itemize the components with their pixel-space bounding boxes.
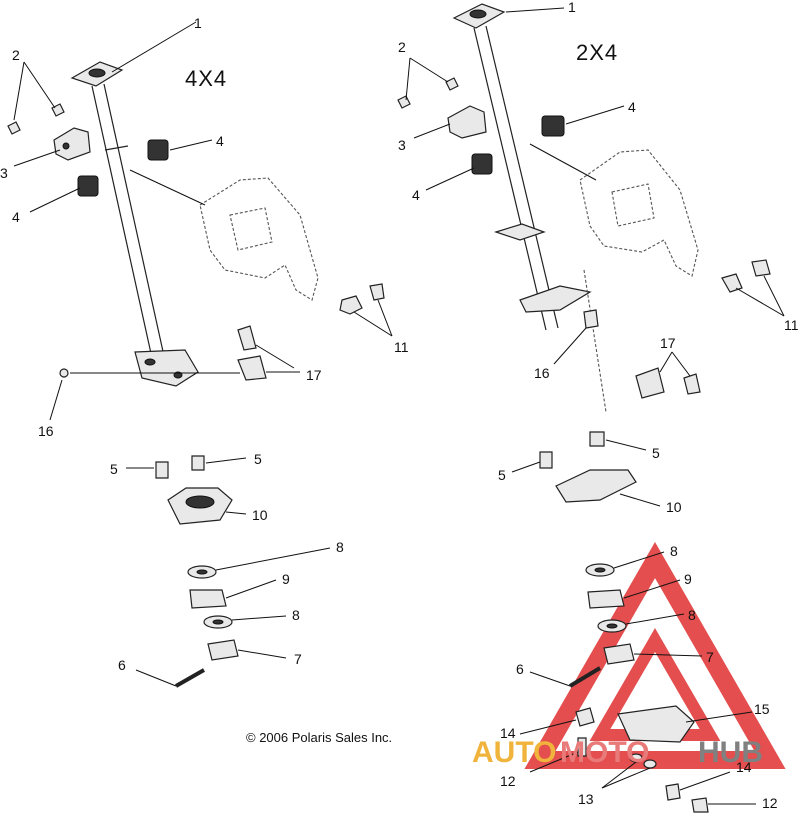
watermark-triangle-outer (524, 541, 786, 769)
callout-8a-4x4: 8 (336, 539, 344, 555)
assembly-4x4: 4X4 (0, 15, 409, 688)
callout-7-2x4: 7 (706, 649, 714, 665)
callout-14b-2x4: 14 (736, 759, 752, 775)
callout-9-4x4: 9 (282, 571, 290, 587)
callout-8b-4x4: 8 (292, 607, 300, 623)
post-bottom-bracket (134, 349, 199, 387)
spacer-7-2x4 (603, 643, 635, 665)
callout-6-2x4: 6 (516, 661, 524, 677)
callout-14a-2x4: 14 (500, 725, 516, 741)
callout-2-4x4: 2 (12, 47, 20, 63)
copyright-notice: © 2006 Polaris Sales Inc. (246, 730, 392, 745)
steering-post-2x4 (452, 3, 607, 413)
bolt-6-2x4 (568, 666, 602, 688)
bushing-2x4-b (471, 153, 493, 175)
nut-11-2x4-a (721, 273, 743, 293)
callout-13-2x4: 13 (578, 791, 594, 807)
callout-11-2x4: 11 (784, 317, 799, 333)
callout-17-4x4: 17 (306, 367, 322, 383)
bracket-17-2x4-a (635, 367, 665, 399)
callout-12a-2x4: 12 (500, 773, 516, 789)
callout-6-4x4: 6 (118, 657, 126, 673)
callout-4b-2x4: 4 (412, 187, 420, 203)
bracket-17-2x4-b (683, 373, 701, 395)
bolt-5-4x4-b (191, 455, 205, 471)
bolt-2-2x4-b (397, 95, 411, 109)
post-top-hole (88, 68, 106, 78)
callout-2-2x4: 2 (398, 39, 406, 55)
callout-1-2x4: 1 (568, 0, 576, 15)
bolt-5-2x4-b (589, 431, 605, 447)
bolt-6-4x4 (175, 668, 205, 688)
callout-15-2x4: 15 (754, 701, 770, 717)
bolt-16-2x4 (583, 309, 599, 329)
callout-5b-4x4: 5 (254, 451, 262, 467)
callout-5a-4x4: 5 (110, 461, 118, 477)
spacer-7-4x4 (207, 639, 239, 661)
bracket-17-4x4-a (237, 325, 257, 351)
cover-10-2x4 (555, 469, 637, 503)
callout-1-4x4: 1 (194, 15, 202, 31)
bolt-5-2x4-a (539, 451, 553, 469)
title-4x4: 4X4 (185, 66, 227, 91)
bolt-12-2x4-a (577, 737, 587, 757)
bolt-2-4x4 (7, 103, 65, 135)
callout-12b-2x4: 12 (762, 795, 778, 811)
bushing-4x4-b (77, 175, 99, 197)
callout-7-4x4: 7 (294, 651, 302, 667)
nut-11-4x4-b (369, 283, 385, 301)
bushing-4x4-a (147, 139, 169, 161)
bushing-2x4-a (541, 115, 565, 137)
frame-outline-2x4 (579, 149, 699, 277)
bolt-2-2x4-a (445, 77, 459, 91)
clamp-4x4 (53, 127, 91, 161)
nut-11-2x4-b (751, 259, 771, 277)
watermark-text: AUTO MOTO HUB (472, 736, 763, 769)
bolt-12-2x4-b (691, 797, 709, 813)
post-bottom-bracket-2x4 (519, 285, 592, 313)
bushing-9-2x4 (587, 589, 625, 609)
title-2x4: 2X4 (576, 40, 618, 65)
callout-10-4x4: 10 (252, 507, 268, 523)
callout-17-2x4: 17 (660, 335, 676, 351)
callout-3-2x4: 3 (398, 137, 406, 153)
callout-8a-2x4: 8 (670, 543, 678, 559)
callout-3-4x4: 3 (0, 165, 8, 181)
callout-9-2x4: 9 (684, 571, 692, 587)
callout-4a-2x4: 4 (628, 99, 636, 115)
watermark-moto: MOTO (560, 736, 649, 769)
clamp-2x4 (447, 105, 487, 139)
watermark-hub: HUB (698, 736, 763, 769)
watermark-auto: AUTO (472, 736, 556, 769)
frame-outline-4x4 (199, 177, 319, 301)
pin-16-4x4 (59, 368, 69, 378)
callout-8b-2x4: 8 (688, 607, 696, 623)
nut-14-2x4-b (665, 783, 681, 801)
post-mid-bracket-2x4 (494, 223, 546, 241)
callout-5b-2x4: 5 (652, 445, 660, 461)
callout-5a-2x4: 5 (498, 467, 506, 483)
callout-16-2x4: 16 (534, 365, 550, 381)
bushing-9-4x4 (189, 589, 227, 609)
callout-16-4x4: 16 (38, 423, 54, 439)
assembly-2x4: 2X4 (397, 0, 799, 813)
callout-11-4x4: 11 (394, 339, 409, 355)
nut-14-2x4-a (575, 707, 595, 727)
nut-11-4x4-a (339, 295, 363, 315)
callout-4b-4x4: 4 (12, 209, 20, 225)
bracket-17-4x4-b (237, 355, 267, 381)
bolt-5-4x4-a (155, 461, 169, 479)
callout-4a-4x4: 4 (216, 133, 224, 149)
plate-15-2x4 (617, 705, 695, 743)
steering-post-4x4 (70, 61, 199, 387)
callout-10-2x4: 10 (666, 499, 682, 515)
